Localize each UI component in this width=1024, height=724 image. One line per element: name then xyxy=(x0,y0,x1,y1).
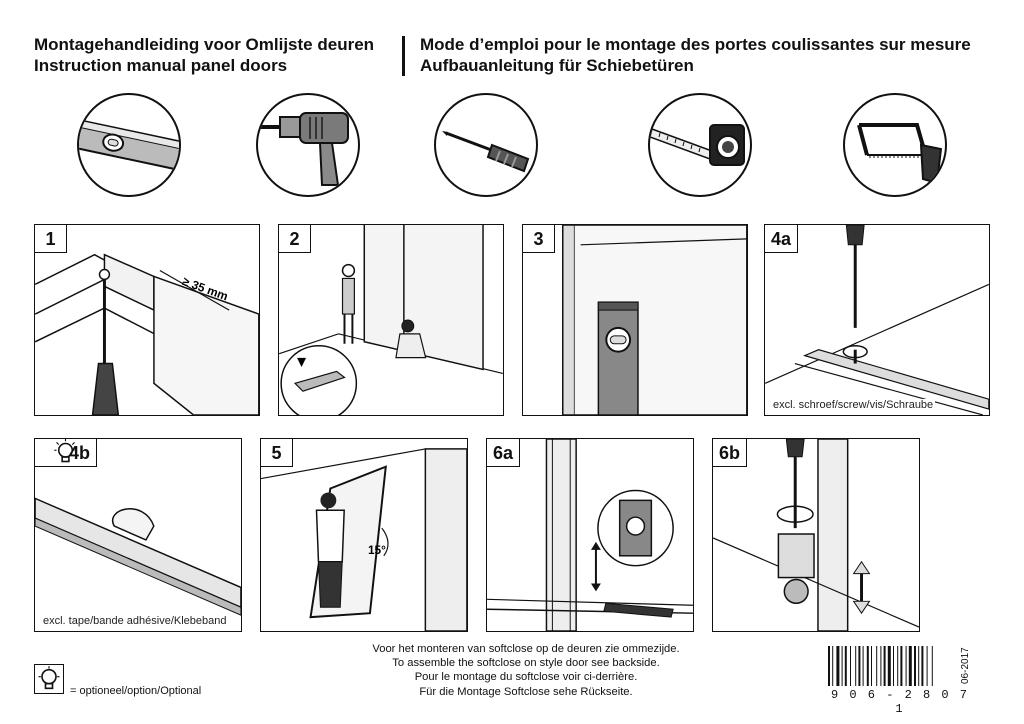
barcode-bar xyxy=(897,646,899,686)
barcode-bar xyxy=(905,646,907,686)
step-number: 6b xyxy=(713,439,748,467)
barcode-bar xyxy=(844,646,847,686)
barcode-bar xyxy=(858,646,861,686)
softclose-note: Voor het monteren van softclose op de de… xyxy=(328,642,724,699)
title-left: Montagehandleiding voor Omlijste deuren … xyxy=(34,34,374,76)
title-fr: Mode d’emploi pour le montage des portes… xyxy=(420,35,971,54)
barcode-bar xyxy=(880,646,882,686)
note-de: Für die Montage Softclose sehe Rückseite… xyxy=(419,685,633,698)
barcode-bar xyxy=(862,646,864,686)
spirit-level-icon xyxy=(77,93,181,197)
panel-step-6a: 6a xyxy=(486,438,694,632)
barcode-bar xyxy=(887,646,891,686)
barcode-bar xyxy=(828,646,830,686)
legend-lightbulb-icon xyxy=(34,664,64,694)
arrow-down-marker: ▼ xyxy=(297,355,307,369)
barcode-bar xyxy=(855,646,857,686)
barcode-bar xyxy=(883,646,886,686)
step-number: 4b xyxy=(35,439,98,467)
step-number: 3 xyxy=(523,225,555,253)
step-number: 5 xyxy=(261,439,293,467)
barcode-number: 9 0 6 - 2 8 0 7 1 xyxy=(830,688,970,716)
panel-step-2: 2 ▼ xyxy=(278,224,504,416)
title-de: Aufbauanleitung für Schiebetüren xyxy=(420,56,694,75)
note-fr: Pour le montage du softclose voir ci-der… xyxy=(414,671,638,684)
step-number: 2 xyxy=(279,225,311,253)
angle-label: 15° xyxy=(368,543,386,557)
barcode-bar xyxy=(921,646,924,686)
barcode-bar xyxy=(893,646,894,686)
barcode-bar xyxy=(841,646,843,686)
panel-step-1: 1 ≥ 35 mm xyxy=(34,224,260,416)
barcode-bar xyxy=(871,646,872,686)
barcode-bar xyxy=(832,646,834,686)
step-number: 6a xyxy=(487,439,521,467)
panel-step-4b: 4b excl. tape/bande adhésive/Klebeband xyxy=(34,438,242,632)
step-number: 1 xyxy=(35,225,67,253)
barcode-bar xyxy=(918,646,920,686)
hacksaw-icon xyxy=(843,93,947,197)
barcode xyxy=(828,646,933,686)
panel-caption: excl. tape/bande adhésive/Klebeband xyxy=(41,615,229,627)
title-right: Mode d’emploi pour le montage des portes… xyxy=(420,34,971,76)
panel-step-3: 3 xyxy=(522,224,748,416)
barcode-bar xyxy=(900,646,903,686)
screwdriver-icon xyxy=(434,93,538,197)
legend-text: = optioneel/option/Optional xyxy=(70,685,202,697)
barcode-bar xyxy=(866,646,869,686)
note-nl: Voor het monteren van softclose op de de… xyxy=(372,643,680,655)
panel-caption: excl. schroef/screw/vis/Schraube xyxy=(771,399,936,411)
title-divider xyxy=(402,36,405,76)
power-drill-icon xyxy=(256,93,360,197)
title-en: Instruction manual panel doors xyxy=(34,56,288,75)
note-en: To assemble the softclose on style door … xyxy=(392,657,660,670)
panel-step-4a: 4a excl. schroef/screw/vis/Schraube xyxy=(764,224,990,416)
barcode-bar xyxy=(876,646,878,686)
step-label: 4b xyxy=(69,443,91,463)
barcode-bar xyxy=(926,646,928,686)
barcode-bar xyxy=(931,646,933,686)
lightbulb-icon xyxy=(54,439,77,463)
barcode-bar xyxy=(914,646,916,686)
panel-step-6b: 6b xyxy=(712,438,920,632)
panel-step-5: 5 15° xyxy=(260,438,468,632)
barcode-bar xyxy=(850,646,851,686)
barcode-bar xyxy=(908,646,912,686)
barcode-bar xyxy=(836,646,840,686)
tape-measure-icon xyxy=(648,93,752,197)
step-number: 4a xyxy=(765,225,799,253)
title-nl: Montagehandleiding voor Omlijste deuren xyxy=(34,35,375,54)
date-code: 06-2017 xyxy=(960,647,971,684)
